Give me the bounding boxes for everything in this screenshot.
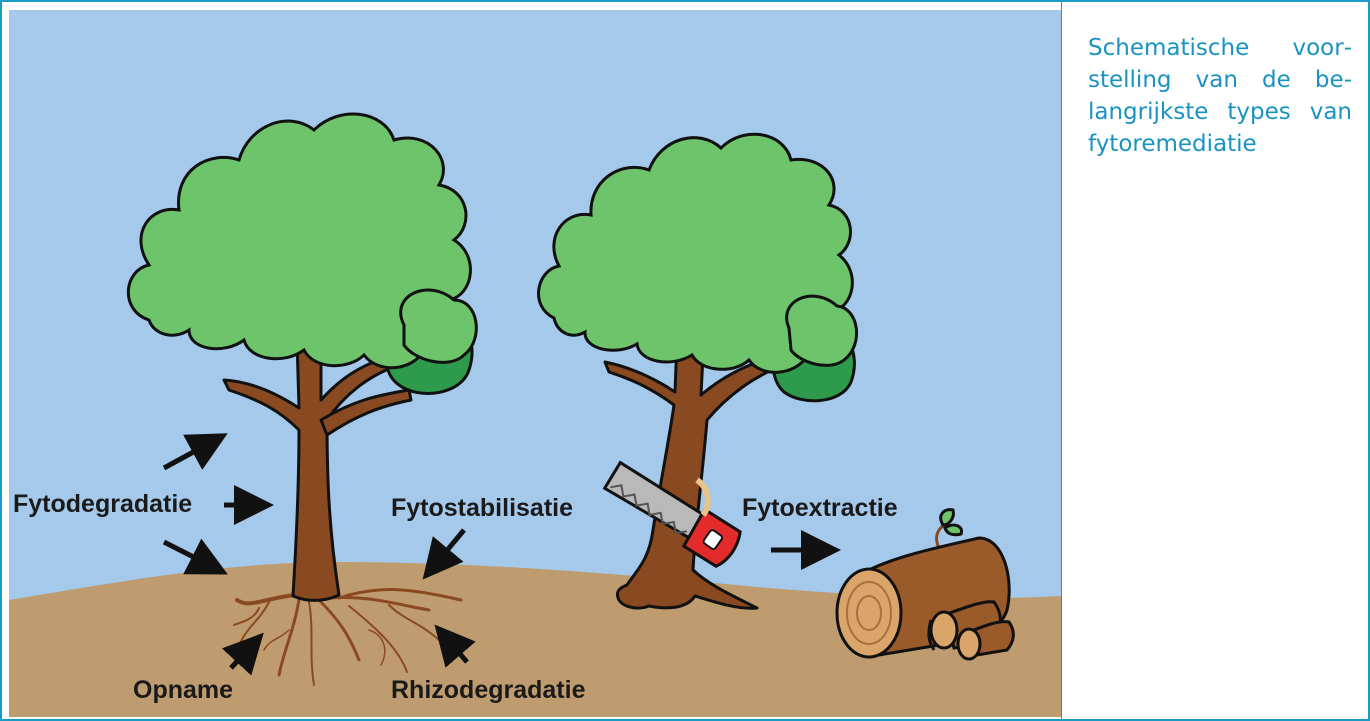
sprout-leaf: [945, 525, 962, 535]
label-fytoextractie: Fytoextractie: [742, 494, 898, 522]
label-rhizodegradatie: Rhizodegradatie: [391, 676, 586, 704]
small-log-end: [958, 629, 980, 659]
figure-caption: Schematische voor­stelling van de be­lan…: [1088, 32, 1352, 160]
label-fytostabilisatie: Fytostabilisatie: [391, 494, 573, 522]
label-fytodegradatie: Fytodegradatie: [13, 490, 192, 518]
small-log-end: [931, 612, 957, 648]
panel-divider: [1061, 2, 1062, 719]
fytoremediatie-illustration: Fytodegradatie Fytostabilisatie Fytoextr…: [9, 10, 1061, 717]
label-opname: Opname: [133, 676, 233, 704]
